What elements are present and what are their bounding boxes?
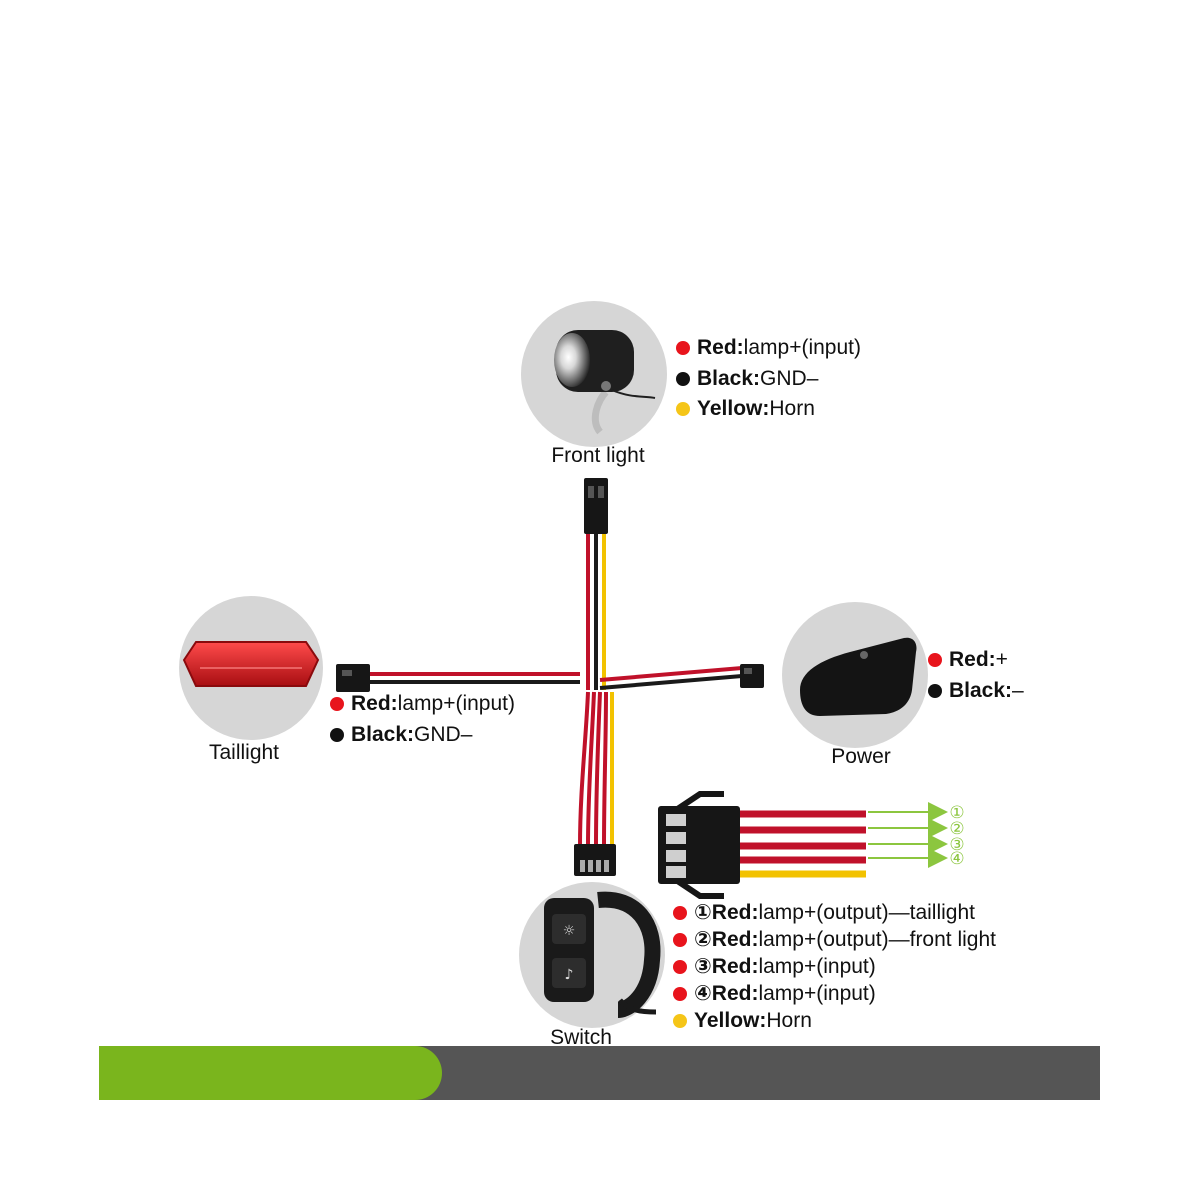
power-legend: Red:+Black:– — [928, 645, 1024, 706]
wire-function: Horn — [766, 1009, 812, 1032]
wire-function: GND– — [414, 722, 473, 746]
switch-legend-row: Yellow:Horn — [673, 1007, 996, 1034]
switch-legend-row: ③Red:lamp+(input) — [673, 953, 996, 980]
front-light-connector — [584, 478, 608, 534]
pin-label-4: ④ — [949, 849, 964, 869]
power-legend-row: Red:+ — [928, 645, 1024, 676]
pin-label-1: ① — [949, 803, 964, 823]
taillight-caption: Taillight — [208, 741, 280, 764]
wire-function: – — [1012, 678, 1024, 702]
front-light-legend-row: Yellow:Horn — [676, 394, 861, 425]
svg-text:♪: ♪ — [565, 967, 574, 983]
wire-function: lamp+(input) — [743, 336, 861, 359]
wire-function: lamp+(output)—taillight — [758, 901, 975, 924]
wire-color-key: Black: — [949, 678, 1013, 702]
taillight-legend: Red:lamp+(input)Black:GND– — [330, 689, 515, 750]
battery-icon — [800, 637, 917, 716]
wire-color-key: ③Red: — [694, 955, 759, 978]
black-wire-dot-icon — [676, 371, 690, 386]
switch-connector — [574, 844, 616, 876]
front-light-legend: Red:lamp+(input)Black:GND–Yellow:Horn — [676, 333, 861, 425]
taillight-legend-row: Red:lamp+(input) — [330, 689, 515, 720]
wire-color-key: Red: — [351, 692, 398, 715]
yellow-wire-dot-icon — [676, 402, 690, 417]
handlebar-switch-icon: ☼ ♪ — [544, 891, 661, 1018]
wire-color-key: ②Red: — [694, 928, 759, 951]
connector-pinout-detail: ① ② ③ ④ — [658, 791, 965, 899]
wire-harness — [368, 532, 743, 847]
front-light-legend-row: Red:lamp+(input) — [676, 333, 861, 364]
yellow-wire-dot-icon — [673, 1013, 687, 1028]
bottom-bar — [99, 1046, 1100, 1100]
black-wire-dot-icon — [330, 727, 344, 742]
wire-function: Horn — [769, 397, 815, 420]
wire-color-key: Red: — [949, 648, 996, 671]
wire-function: lamp+(output)—front light — [758, 928, 996, 951]
headlamp-icon — [554, 330, 656, 435]
wire-function: lamp+(input) — [758, 982, 876, 1005]
switch-legend-row: ④Red:lamp+(input) — [673, 980, 996, 1007]
switch-legend-row: ①Red:lamp+(output)—taillight — [673, 899, 996, 926]
taillight-connector — [336, 664, 370, 692]
switch-legend-row: ②Red:lamp+(output)—front light — [673, 926, 996, 953]
wire-color-key: Black: — [351, 722, 415, 746]
bottom-accent — [99, 1046, 442, 1100]
red-wire-dot-icon — [673, 959, 687, 974]
wire-function: lamp+(input) — [758, 955, 876, 978]
power-connector — [740, 664, 764, 688]
wire-function: GND– — [760, 366, 819, 390]
taillight-icon — [182, 641, 320, 687]
red-wire-dot-icon — [673, 986, 687, 1001]
wire-color-key: Yellow: — [697, 397, 770, 420]
taillight-legend-row: Black:GND– — [330, 720, 515, 751]
red-wire-dot-icon — [330, 697, 344, 712]
wire-color-key: ④Red: — [694, 982, 759, 1005]
wire-color-key: Red: — [697, 336, 744, 359]
front-light-caption: Front light — [551, 444, 645, 467]
wire-color-key: Black: — [697, 366, 761, 390]
pin-label-2: ② — [949, 819, 964, 839]
pin-label-3: ③ — [949, 835, 964, 855]
red-wire-dot-icon — [673, 932, 687, 947]
front-light-legend-row: Black:GND– — [676, 364, 861, 395]
power-caption: Power — [831, 745, 891, 768]
power-legend-row: Black:– — [928, 676, 1024, 707]
wire-color-key: Yellow: — [694, 1009, 767, 1032]
wire-color-key: ①Red: — [694, 901, 759, 924]
wire-function: lamp+(input) — [397, 692, 515, 715]
switch-caption: Switch — [550, 1026, 612, 1049]
red-wire-dot-icon — [928, 653, 942, 668]
svg-text:☼: ☼ — [563, 923, 576, 939]
red-wire-dot-icon — [673, 905, 687, 920]
red-wire-dot-icon — [676, 341, 690, 356]
black-wire-dot-icon — [928, 683, 942, 698]
wire-function: + — [995, 648, 1008, 671]
